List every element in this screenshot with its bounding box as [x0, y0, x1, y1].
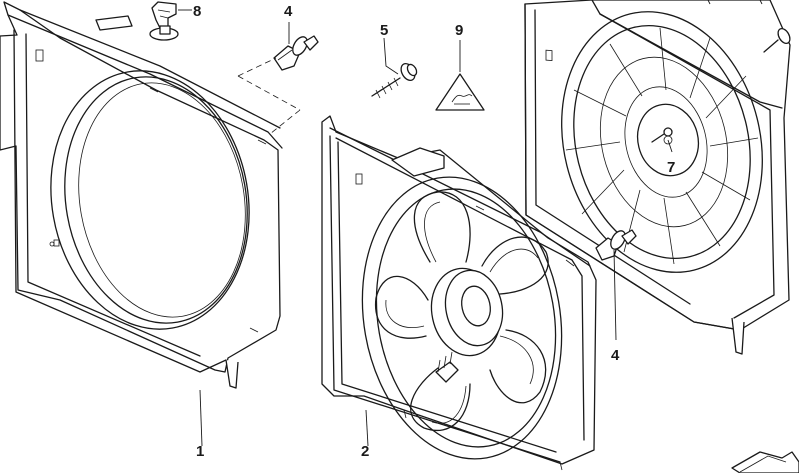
- fan-motor: [430, 267, 504, 383]
- callout-7: 7: [667, 159, 675, 176]
- warning-triangle-icon: [435, 73, 485, 111]
- callout-1: 1: [196, 443, 204, 460]
- expanding-rivet-part-4-right: [595, 229, 637, 261]
- callout-2: 2: [361, 443, 369, 460]
- callout-4-top: 4: [284, 3, 293, 20]
- screw-top-right: [763, 27, 791, 53]
- callout-labels: 8 4 5 9 7 4 1 2: [193, 3, 675, 460]
- expanding-rivet-part-4-top: [273, 35, 319, 71]
- callout-5: 5: [380, 22, 388, 39]
- fan-shroud-part-1: [0, 1, 283, 389]
- warning-label-part-9: [435, 73, 485, 111]
- callout-leaders: [178, 0, 763, 447]
- callout-9: 9: [455, 22, 463, 39]
- fan-shroud-rear-assembly: [524, 0, 791, 355]
- clip-nut-part-8: [149, 1, 179, 41]
- fan-assembly-part-2: [321, 115, 597, 471]
- callout-4-right: 4: [611, 347, 620, 364]
- assembly-guide-line: [237, 57, 301, 135]
- fan-blades: [374, 191, 549, 431]
- hub-screw-part-7: [651, 127, 673, 143]
- reference-arrow-icon: [731, 451, 799, 473]
- screw-part-5: [371, 62, 418, 99]
- callout-8: 8: [193, 3, 201, 20]
